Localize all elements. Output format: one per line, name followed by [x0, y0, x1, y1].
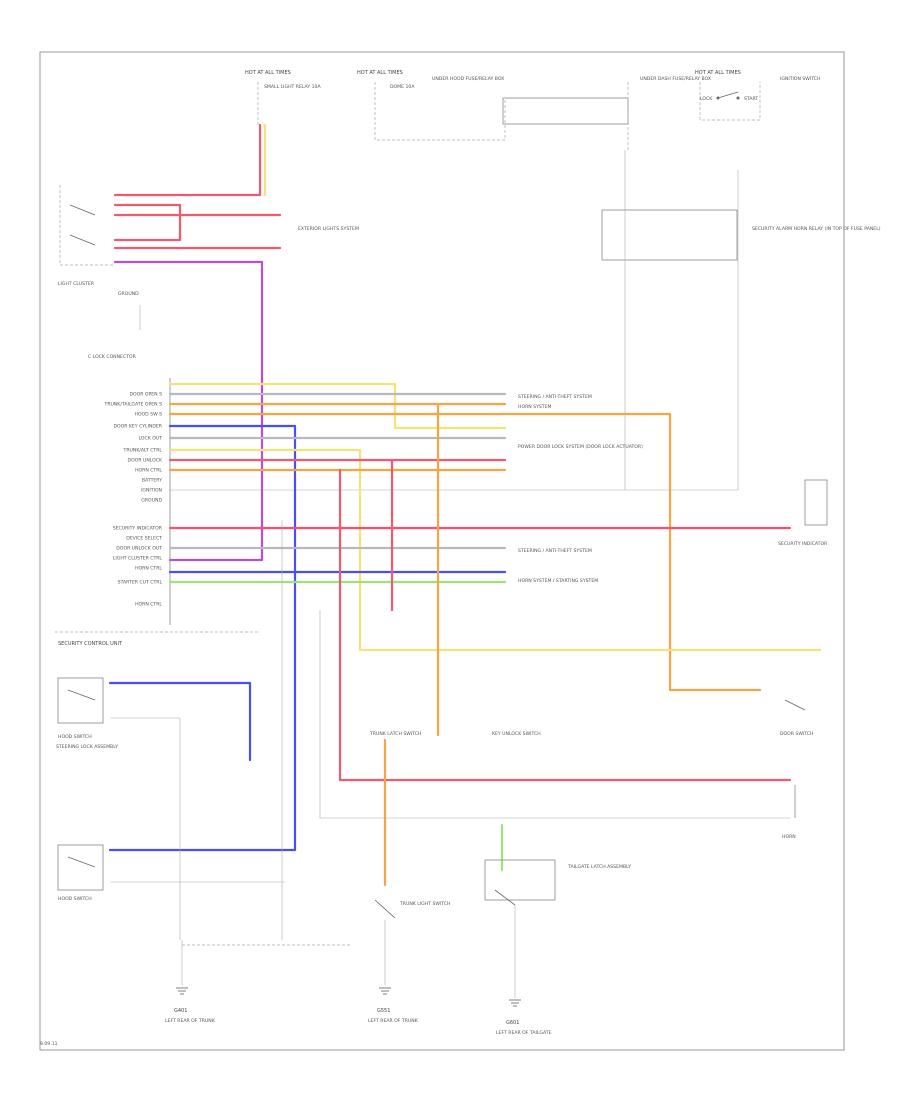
- connector-row-label: HORN CTRL: [135, 602, 162, 608]
- connector-row-label: GROUND: [141, 498, 162, 504]
- label-trunk-light: TRUNK LIGHT SWITCH: [399, 901, 450, 907]
- connector-row-label: TRUNK/ALT CTRL: [123, 448, 163, 454]
- connector-row-label: IGNITION: [141, 488, 162, 494]
- ign-lock-label: LOCK: [700, 96, 713, 102]
- label-hood-sw: HOOD SWITCH: [58, 734, 92, 740]
- label-horn: HORN: [782, 834, 796, 840]
- label-right-2: HORN SYSTEM: [518, 404, 552, 410]
- label-trunk-sw: TRUNK LATCH SWITCH: [369, 731, 421, 737]
- connector-row-label: HORN CTRL: [135, 566, 162, 572]
- connector-row-label: STARTER CUT CTRL: [118, 580, 163, 586]
- diagram-frame: [39, 51, 845, 1051]
- label-steering: STEERING LOCK ASSEMBLY: [56, 744, 118, 750]
- label-hot-2: HOT AT ALL TIMES: [357, 70, 403, 76]
- connector-rows: DOOR OPEN S TRUNK/TAILGATE OPEN S HOOD SW …: [104, 392, 163, 608]
- connector-row-label: DOOR KEY CYLINDER: [113, 424, 162, 430]
- label-hot-1: HOT AT ALL TIMES: [245, 70, 291, 76]
- hood-switch-box: [57, 677, 104, 724]
- connector-row-label: DOOR OPEN S: [129, 392, 162, 398]
- wire-red-top: [113, 123, 262, 197]
- label-fuse-c: UNDER HOOD FUSE/RELAY BOX: [432, 76, 504, 82]
- light-switch-arm-1: [69, 204, 96, 216]
- wire-grey-horn: [319, 610, 790, 819]
- wire-purple: [113, 260, 264, 562]
- ground-symbol-3: [509, 999, 521, 1007]
- horn-relay: [804, 479, 828, 526]
- steering-switch-arm: [67, 856, 96, 868]
- wire-grey-hood: [110, 717, 181, 940]
- wire-orange-2: [168, 412, 762, 692]
- tailgate-switch-arm: [494, 889, 516, 906]
- wire-yellow-2: [168, 448, 822, 652]
- trunk-switch-arm: [374, 899, 396, 919]
- label-security-relay: SECURITY ALARM HORN RELAY (IN TOP OF FUS…: [752, 226, 881, 232]
- label-right-3: POWER DOOR LOCK SYSTEM (DOOR LOCK ACTUAT…: [518, 444, 643, 450]
- steering-lock-box: [57, 844, 104, 891]
- label-c-connector: C LOCK CONNECTOR: [88, 354, 137, 360]
- wire-grey-2: [170, 170, 739, 491]
- label-fuse-a: SMALL LIGHT RELAY 10A: [264, 84, 321, 90]
- label-g601: G601: [506, 1020, 519, 1026]
- label-fuse-d: UNDER DASH FUSE/RELAY BOX: [640, 76, 711, 82]
- label-exterior-lights: EXTERIOR LIGHTS SYSTEM: [298, 226, 359, 232]
- wire-red-loop: [113, 203, 182, 242]
- ign-contact-2: [736, 96, 740, 100]
- label-g401-desc: LEFT REAR OF TRUNK: [165, 1018, 216, 1024]
- wire-yellow-1: [168, 382, 507, 430]
- label-right-4: STEERING / ANTI-THEFT SYSTEM: [518, 548, 592, 554]
- label-g601-desc: LEFT REAR OF TAILGATE: [496, 1030, 552, 1036]
- ground-symbol-1: [176, 987, 188, 995]
- light-switch-arm-2: [69, 234, 96, 246]
- connector-row-label: DOOR UNLOCK OUT: [116, 546, 162, 552]
- connector-row-label: BATTERY: [142, 478, 162, 484]
- wire-blue-hood: [108, 681, 252, 762]
- fuse-box-c: [374, 82, 506, 141]
- wire-red-drop: [338, 468, 792, 782]
- hood-switch-arm: [67, 689, 96, 701]
- label-security-control: SECURITY CONTROL UNIT: [58, 641, 123, 647]
- wire-blue: [108, 424, 297, 852]
- label-door-sw: DOOR SWITCH: [780, 731, 813, 737]
- ign-start-label: START: [744, 96, 758, 102]
- label-right-1: STEERING / ANTI-THEFT SYSTEM: [518, 394, 592, 400]
- label-key-unlock: KEY UNLOCK SWITCH: [492, 731, 541, 737]
- label-right-5: HORN SYSTEM / STARTING SYSTEM: [518, 578, 598, 584]
- connector-row-label: HORN CTRL: [135, 468, 162, 474]
- ground-symbol-2: [379, 987, 391, 995]
- fuse-box-d: [502, 97, 629, 125]
- label-tailgate: TAILGATE LATCH ASSEMBLY: [567, 864, 631, 870]
- label-g-ground: GROUND: [118, 291, 139, 297]
- label-fuse-b: DOME 10A: [390, 84, 415, 90]
- ignition-box: [699, 82, 761, 121]
- connector-row-label: SECURITY INDICATOR: [113, 526, 163, 532]
- connector-row-label: HOOD SW S: [134, 412, 162, 418]
- footer-code: 9.09.11: [40, 1041, 58, 1047]
- tailgate-box: [484, 859, 556, 901]
- label-security-ind: SECURITY INDICATOR: [778, 541, 828, 547]
- connector-row-label: LOCK OUT: [139, 436, 163, 442]
- label-g401: G401: [174, 1008, 187, 1014]
- ign-switch-arm: [717, 91, 739, 99]
- label-g551: G551: [377, 1008, 390, 1014]
- label-g551-desc: LEFT REAR OF TRUNK: [368, 1018, 419, 1024]
- label-hot-3: HOT AT ALL TIMES: [695, 70, 741, 76]
- label-light-cluster: LIGHT CLUSTER: [58, 281, 95, 287]
- connector-row-label: DOOR UNLOCK: [128, 458, 163, 464]
- connector-row-label: LIGHT CLUSTER CTRL: [113, 556, 163, 562]
- connector-row-label: DEVICE SELECT: [126, 536, 162, 542]
- label-ignition: IGNITION SWITCH: [780, 76, 820, 82]
- label-steering-sw: HOOD SWITCH: [58, 896, 92, 902]
- light-switch-box: [59, 185, 115, 266]
- connector-row-label: TRUNK/TAILGATE OPEN S: [104, 402, 163, 408]
- door-switch-arm: [784, 699, 806, 711]
- security-relay-box: [601, 209, 738, 261]
